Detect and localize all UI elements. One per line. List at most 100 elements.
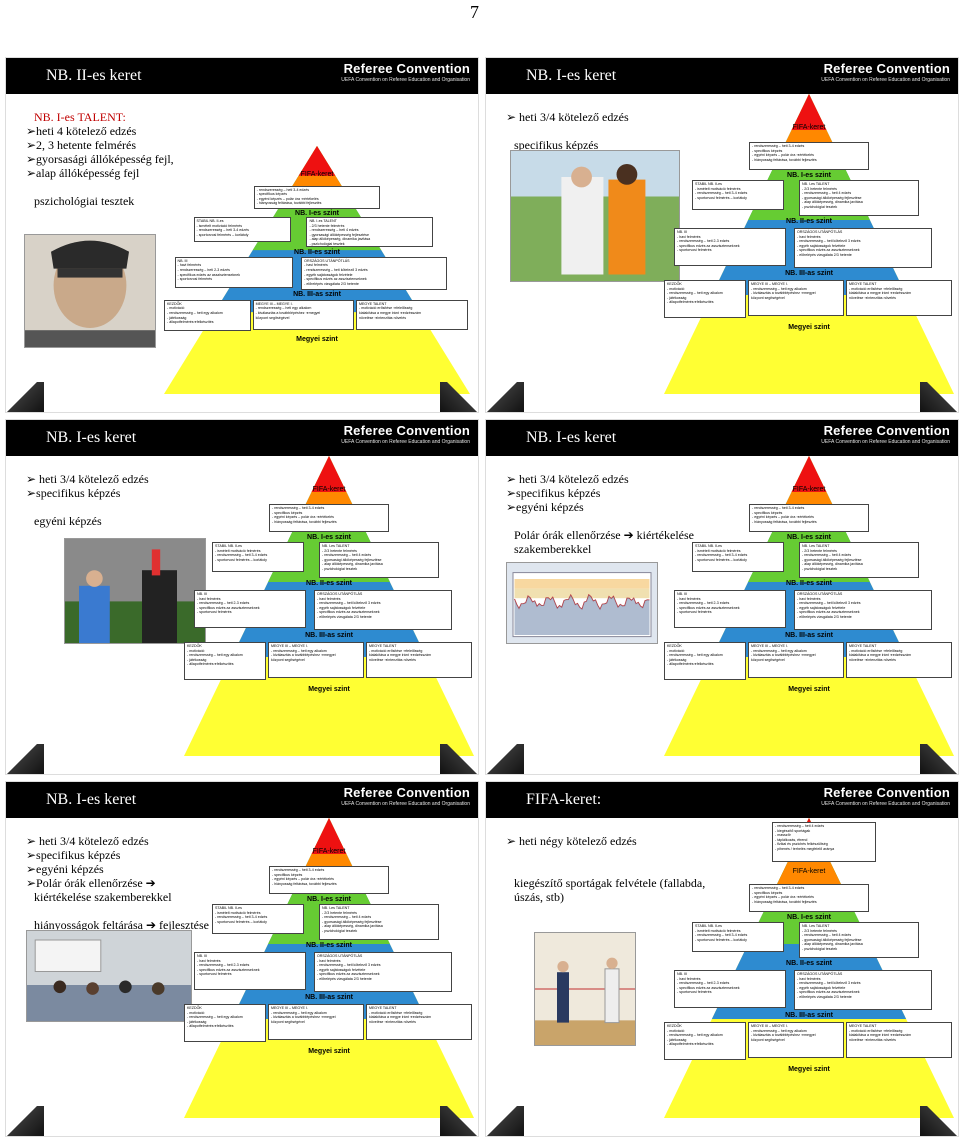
kezdok-box: KEZDŐK - motiváció - rendszeresség – het… bbox=[664, 280, 746, 318]
nb1-talent-box: NB. I-es TALENT - 2/3 hetente felmérés -… bbox=[319, 542, 439, 578]
stabil-nb2-box: STABIL NB. II-es - ismételt motiváció fe… bbox=[194, 217, 291, 242]
slide-4: NB. I-es keret Referee Convention UEFA C… bbox=[486, 420, 958, 774]
squash-court-photo bbox=[534, 932, 636, 1046]
slide-text-line bbox=[26, 208, 174, 222]
nb3-level-label: NB. III-as szint bbox=[764, 632, 854, 639]
logo-main-text: Referee Convention bbox=[821, 424, 950, 438]
fifa-label: FIFA-keret bbox=[774, 486, 844, 493]
referee-with-player-photo bbox=[510, 150, 680, 282]
orszagos-utanpotlas-box: ORSZÁGOS UTÁNPÓTLÁS - havi felmérés - re… bbox=[794, 970, 932, 1010]
corner-decoration-left bbox=[6, 1106, 44, 1136]
slide-header: NB. I-es keret Referee Convention UEFA C… bbox=[6, 420, 478, 456]
nb3-box: NB. III - havi felmérés - rendszeresség … bbox=[674, 590, 786, 628]
nb2-level-label: NB. II-es szint bbox=[764, 580, 854, 587]
slide-text-line: egyéni képzés bbox=[26, 514, 149, 528]
slide-text-line: ➢ heti 3/4 kötelező edzés bbox=[506, 110, 629, 124]
megye-talent-box: MEGYE TALENT - motiváció erősítése ➔fele… bbox=[846, 1022, 952, 1058]
nb3-box: NB. III - havi felmérés - rendszeresség … bbox=[674, 228, 786, 266]
fifa-label: FIFA-keret bbox=[294, 486, 364, 493]
kezdok-box: KEZDŐK - motiváció - rendszeresség – het… bbox=[184, 642, 266, 680]
corner-decoration-right bbox=[440, 1106, 478, 1136]
megyei-level-label: Megyei szint bbox=[764, 686, 854, 693]
stabil-nb2-box: STABIL NB. II-es - ismételt motiváció fe… bbox=[212, 542, 304, 572]
megye-talent-box: MEGYE TALENT - motiváció erősítése ➔fele… bbox=[366, 1004, 472, 1040]
nb1-talent-box: NB. I-es TALENT - 2/3 hetente felmérés -… bbox=[306, 217, 433, 247]
nb1-box: - rendszeresség – heti 3-4 edzés - speci… bbox=[749, 142, 869, 170]
orszagos-utanpotlas-box: ORSZÁGOS UTÁNPÓTLÁS - havi felmérés - re… bbox=[794, 228, 932, 268]
corner-decoration-left bbox=[6, 744, 44, 774]
megye-talent-box: MEGYE TALENT - motiváció erősítése ➔fele… bbox=[846, 642, 952, 678]
corner-decoration-right bbox=[920, 382, 958, 412]
megye-box: MEGYE III – MEGYE I. - rendszeresség – h… bbox=[253, 300, 354, 330]
nb3-level-label: NB. III-as szint bbox=[284, 632, 374, 639]
referee-pyramid-diagram: FIFA-keret - rendszeresség – heti 3-4 edz… bbox=[184, 818, 474, 1118]
nb1-level-label: NB. I-es szint bbox=[764, 172, 854, 179]
nb1-box: - rendszeresség – heti 3-4 edzés - speci… bbox=[749, 884, 869, 912]
referee-pyramid-diagram: - rendszeresség – heti 4 edzés - kiegész… bbox=[664, 818, 954, 1118]
referee-pyramid-diagram: FIFA-keret - rendszeresség – heti 3-4 edz… bbox=[664, 94, 954, 394]
megye-box: MEGYE III – MEGYE I. - rendszeresség – h… bbox=[748, 642, 844, 678]
page-number: 7 bbox=[470, 2, 479, 23]
slide-1: NB. II-es keret Referee Convention UEFA … bbox=[6, 58, 478, 412]
nb3-level-label: NB. III-as szint bbox=[270, 291, 365, 298]
nb1-level-label: NB. I-es szint bbox=[764, 914, 854, 921]
classroom-seminar-photo bbox=[26, 930, 192, 1022]
fifa-label: FIFA-keret bbox=[294, 848, 364, 855]
referee-convention-logo: Referee Convention UEFA Convention on Re… bbox=[821, 786, 950, 808]
referee-convention-logo: Referee Convention UEFA Convention on Re… bbox=[341, 62, 470, 84]
megye-talent-box: MEGYE TALENT - motiváció erősítése ➔fele… bbox=[366, 642, 472, 678]
referee-pyramid-diagram: FIFA-keret- rendszeresség – heti 3-4 edz… bbox=[184, 456, 474, 756]
megyei-level-label: Megyei szint bbox=[764, 1066, 854, 1073]
megyei-level-label: Megyei szint bbox=[284, 1048, 374, 1055]
logo-main-text: Referee Convention bbox=[341, 62, 470, 76]
slide-text-line bbox=[26, 904, 209, 918]
slide-title: NB. I-es keret bbox=[526, 429, 616, 447]
slide-text-line: ➢ heti 3/4 kötelező edzés bbox=[26, 472, 149, 486]
logo-main-text: Referee Convention bbox=[821, 786, 950, 800]
slide-2: NB. I-es keret Referee Convention UEFA C… bbox=[486, 58, 958, 412]
nb3-level-label: NB. III-as szint bbox=[764, 1012, 854, 1019]
kezdok-box: KEZDŐK - motiváció - rendszeresség – het… bbox=[664, 1022, 746, 1060]
fifa-label: FIFA-keret bbox=[774, 124, 844, 131]
slide-title: NB. I-es keret bbox=[46, 791, 136, 809]
megye-box: MEGYE III – MEGYE I. - rendszeresség – h… bbox=[748, 1022, 844, 1058]
fifa-label: FIFA-keret bbox=[774, 868, 844, 875]
corner-decoration-left bbox=[486, 1106, 524, 1136]
slide-text-line: NB. I-es TALENT: bbox=[26, 110, 174, 124]
slide-title: NB. I-es keret bbox=[526, 67, 616, 85]
megyei-level-label: Megyei szint bbox=[270, 336, 365, 343]
nb3-box: NB. III - havi felmérés - rendszeresség … bbox=[194, 590, 306, 628]
nb3-box: NB. III - havi felmérés - rendszeresség … bbox=[194, 952, 306, 990]
fifa-label: FIFA-keret bbox=[280, 171, 354, 178]
corner-decoration-left bbox=[486, 744, 524, 774]
nb1-talent-box: NB. I-es TALENT - 2/3 hetente felmérés -… bbox=[799, 922, 919, 958]
slide-text-line: ➢alap állóképesség fejl bbox=[26, 166, 174, 180]
nb1-level-label: NB. I-es szint bbox=[284, 896, 374, 903]
polar-heart-rate-chart-photo bbox=[506, 562, 658, 644]
megyei-level-label: Megyei szint bbox=[764, 324, 854, 331]
slide-5: NB. I-es keret Referee Convention UEFA C… bbox=[6, 782, 478, 1136]
nb1-level-label: NB. I-es szint bbox=[284, 534, 374, 541]
slide-text-line: ➢gyorsasági állóképesség fejl, bbox=[26, 152, 174, 166]
stabil-nb2-box: STABIL NB. II-es - ismételt motiváció fe… bbox=[212, 904, 304, 934]
slide-text-line bbox=[506, 124, 629, 138]
nb1-box: - rendszeresség – heti 3-4 edzés - speci… bbox=[254, 186, 381, 209]
referee-pyramid-diagram: FIFA-keret - rendszeresség – heti 3-4 edz… bbox=[164, 146, 470, 394]
nb1-talent-box: NB. I-es TALENT - 2/3 hetente felmérés -… bbox=[319, 904, 439, 940]
megye-box: MEGYE III – MEGYE I. - rendszeresség – h… bbox=[268, 642, 364, 678]
referee-pyramid-diagram: FIFA-keret- rendszeresség – heti 3-4 edz… bbox=[664, 456, 954, 756]
logo-sub-text: UEFA Convention on Referee Education and… bbox=[821, 438, 950, 446]
slide-bullets: ➢ heti 3/4 kötelező edzés specifikus kép… bbox=[506, 110, 629, 152]
stabil-nb2-box: STABIL NB. II-es - ismételt motiváció fe… bbox=[692, 922, 784, 952]
slide-text-line: ➢ heti 3/4 kötelező edzés bbox=[26, 834, 209, 848]
megyei-level-label: Megyei szint bbox=[284, 686, 374, 693]
kezdok-box: KEZDŐK - motiváció - rendszeresség – het… bbox=[184, 1004, 266, 1042]
referee-convention-logo: Referee Convention UEFA Convention on Re… bbox=[341, 786, 470, 808]
referee-convention-logo: Referee Convention UEFA Convention on Re… bbox=[341, 424, 470, 446]
logo-sub-text: UEFA Convention on Referee Education and… bbox=[821, 76, 950, 84]
megye-box: MEGYE III – MEGYE I. - rendszeresség – h… bbox=[268, 1004, 364, 1040]
slide-bullets: ➢ heti 3/4 kötelező edzés➢specifikus kép… bbox=[26, 472, 149, 528]
megye-talent-box: MEGYE TALENT - motiváció erősítése ➔fele… bbox=[356, 300, 468, 330]
orszagos-utanpotlas-box: ORSZÁGOS UTÁNPÓTLÁS - havi felmérés - re… bbox=[314, 590, 452, 630]
nb1-box: - rendszeresség – heti 3-4 edzés - speci… bbox=[269, 866, 389, 894]
